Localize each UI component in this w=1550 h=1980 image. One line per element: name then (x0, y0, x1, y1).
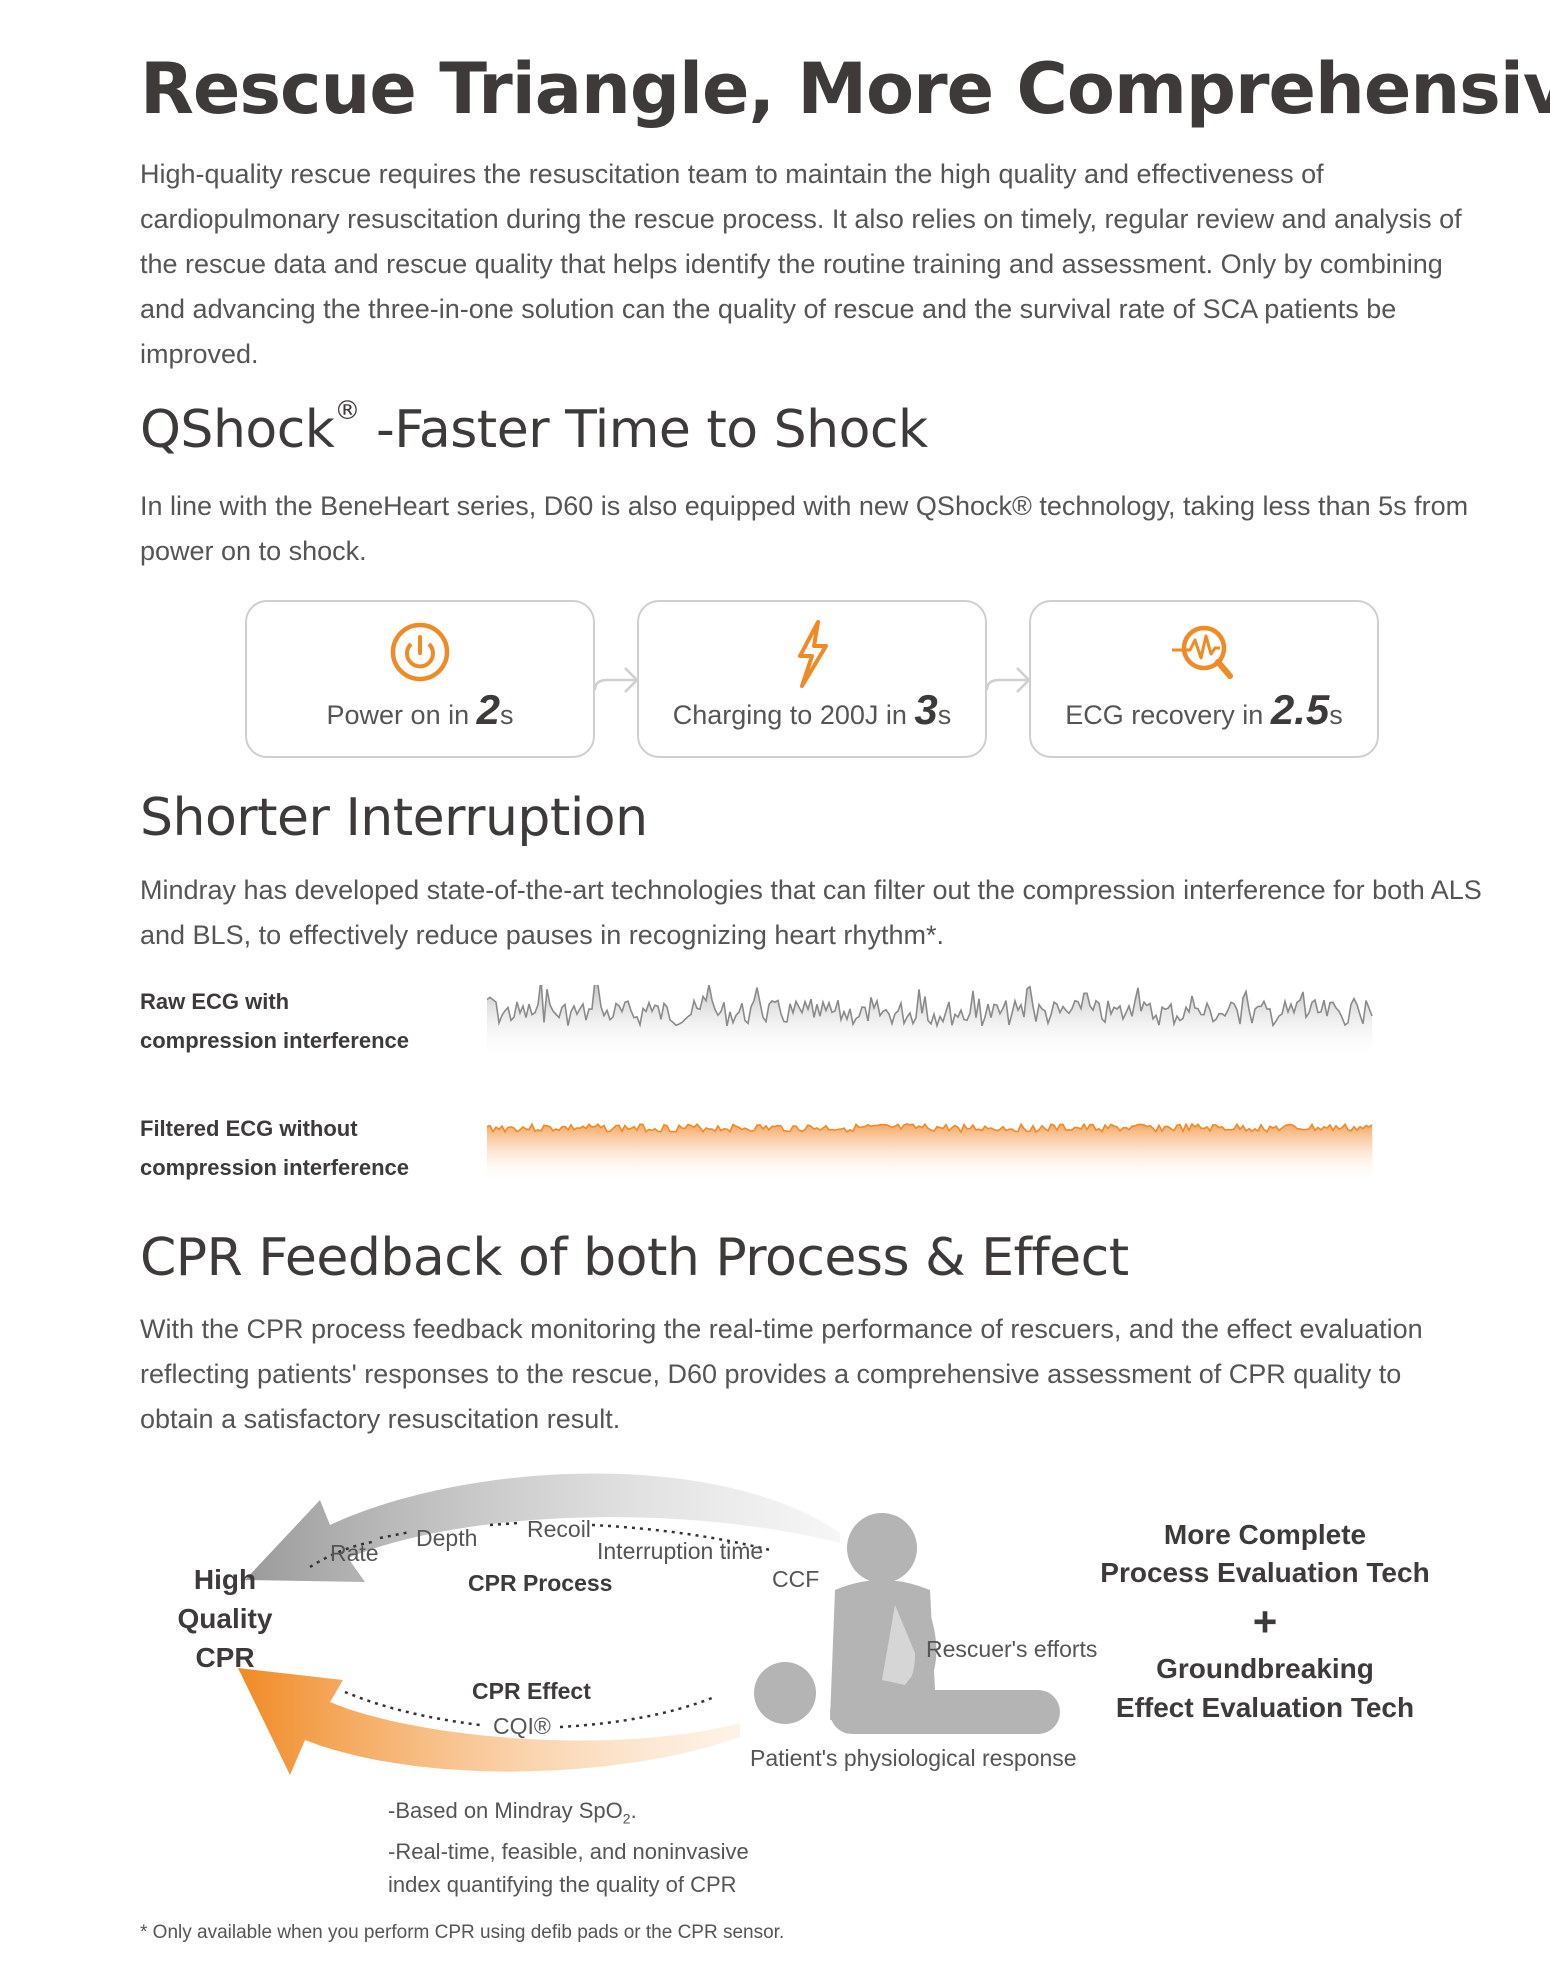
effect-arrow (238, 1668, 740, 1775)
interruption-time-label: Interruption time (597, 1538, 764, 1564)
power-icon (388, 620, 452, 689)
depth-label: Depth (416, 1525, 478, 1551)
recoil-label: Recoil (527, 1516, 591, 1542)
patient-response-label: Patient's physiological response (750, 1745, 1077, 1771)
rate-label: Rate (330, 1540, 379, 1566)
step-ecg-recovery: ECG recovery in 2.5s (1029, 600, 1379, 758)
process-evaluation-label-2: Process Evaluation Tech (1100, 1557, 1430, 1588)
interruption-paragraph: Mindray has developed state-of-the-art t… (140, 875, 1482, 950)
qshock-heading: QShock® -Faster Time to Shock (140, 396, 928, 460)
step-text: Power on in 2s (326, 686, 514, 733)
interruption-heading: Shorter Interruption (140, 788, 648, 848)
effect-evaluation-label-2: Effect Evaluation Tech (1115, 1692, 1415, 1723)
cpr-diagram (238, 1473, 1060, 1775)
filtered-ecg-waveform (487, 1122, 1373, 1183)
cpr-process-label: CPR Process (468, 1570, 613, 1596)
cqi-label: CQI® (493, 1713, 551, 1739)
cqi-notes: -Based on Mindray SpO2. -Real-time, feas… (388, 1798, 749, 1898)
ccf-label: CCF (772, 1566, 820, 1592)
step-text: Charging to 200J in 3s (672, 686, 952, 733)
step-charging: Charging to 200J in 3s (637, 600, 987, 758)
qshock-paragraph: In line with the BeneHeart series, D60 i… (140, 491, 1469, 566)
ecg-search-icon (1168, 620, 1240, 689)
plus-sign: + (1252, 1598, 1278, 1645)
step-connector-arrow (987, 667, 1031, 693)
step-power-on: Power on in 2s (245, 600, 595, 758)
step-text: ECG recovery in 2.5s (1065, 686, 1343, 733)
cpr-paragraph: With the CPR process feedback monitoring… (140, 1314, 1423, 1434)
lightning-icon (792, 620, 832, 693)
page-title: Rescue Triangle, More Comprehensive (140, 48, 1550, 130)
rescuer-efforts-label: Rescuer's efforts (926, 1636, 1098, 1662)
rescuer-figure (754, 1513, 1060, 1734)
intro-paragraph: High-quality rescue requires the resusci… (140, 159, 1462, 369)
step-connector-arrow (595, 667, 639, 693)
cpr-effect-label: CPR Effect (472, 1678, 591, 1704)
cpr-heading: CPR Feedback of both Process & Effect (140, 1228, 1129, 1288)
process-arrow (245, 1473, 840, 1582)
footnote: * Only available when you perform CPR us… (140, 1922, 785, 1943)
process-evaluation-label: More Complete (1163, 1519, 1367, 1550)
effect-evaluation-label: Groundbreaking (1156, 1653, 1374, 1684)
raw-ecg-waveform (487, 985, 1373, 1060)
